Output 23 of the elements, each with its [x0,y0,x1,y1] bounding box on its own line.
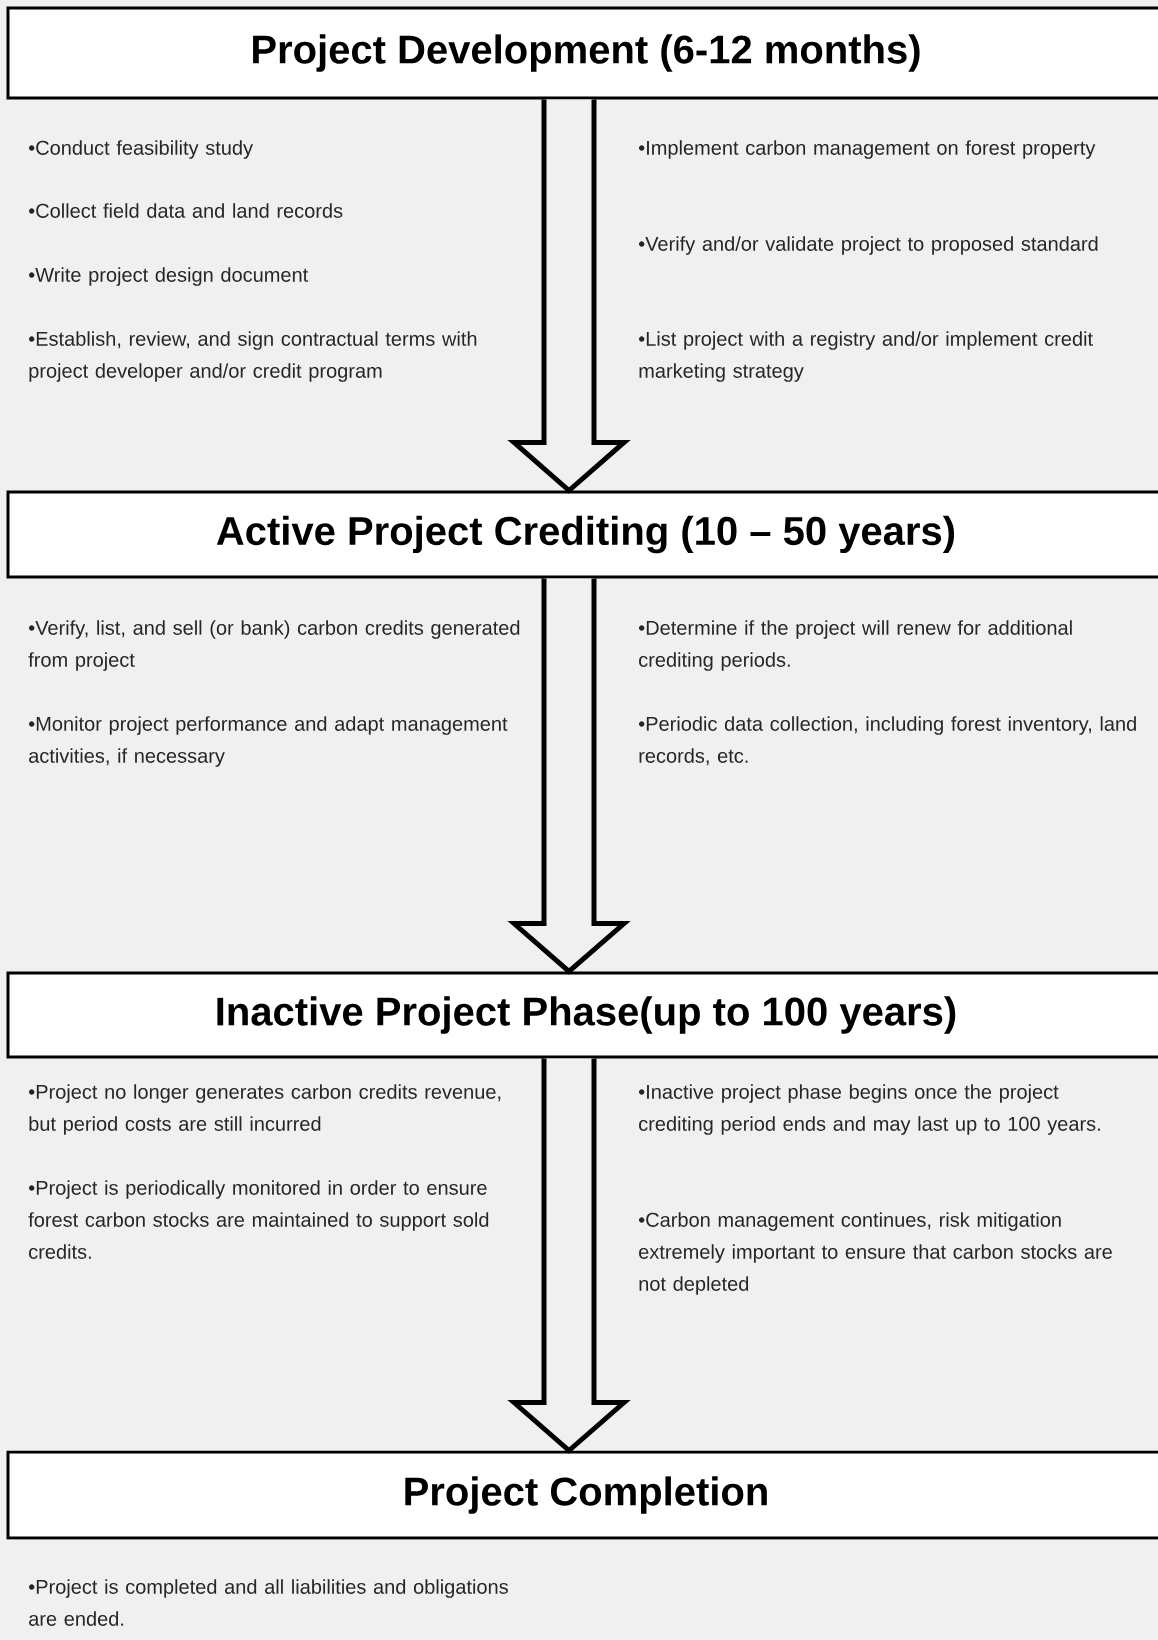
bullet-text: •Collect field data and land records [29,203,343,218]
bullet-text: •Periodic data collection, including forest inventory, land records, etc. [639,716,1136,766]
bullet-text: •Conduct feasibility study [29,140,253,159]
phase-header: Project Completion [6,1450,1158,1540]
bullet-text: •Project is completed and all liabilities and obligations are ended. [29,1579,508,1626]
bullet-text: •Verify, list, and sell (or bank) carbon credits generated from project [28,620,520,671]
bullet-text: •Project is periodically monitored in order to ensure forest carbon stocks are maintained to support sold credits. [28,1180,489,1259]
bullet-text: •Monitor project performance and adapt management activities, if necessary [29,716,508,767]
block-arrow [507,576,631,975]
bullet-text: •Project no longer generates carbon credits revenue, but period costs are still incurred [29,1084,501,1135]
bullet-text: •List project with a registry and/or implement credit marketing strategy [639,331,1093,382]
bullet-text: •Inactive project phase begins once the project crediting period ends and may last up to 100 years. [639,1084,1100,1135]
block-arrow [507,97,631,494]
block-arrow [507,1056,631,1454]
phase-header: Active Project Crediting (10 – 50 years) [6,490,1158,579]
phase-header: Inactive Project Phase(up to 100 years) [6,971,1158,1059]
bullet-text: •Determine if the project will renew for additional crediting periods. [639,620,1072,671]
bullet-text: •Verify and/or validate project to proposed standard [639,236,1098,255]
bullet-text: •Establish, review, and sign contractual terms with project developer and/or credit program [29,331,477,382]
bullet-text: •Implement carbon management on forest property [639,140,1096,159]
phase-header: Project Development (6-12 months) [6,6,1158,100]
bullet-text: •Carbon management continues, risk mitigation extremely important to ensure that carbon stocks are not depleted [639,1212,1112,1295]
bullet-text: •Write project design document [29,267,309,286]
